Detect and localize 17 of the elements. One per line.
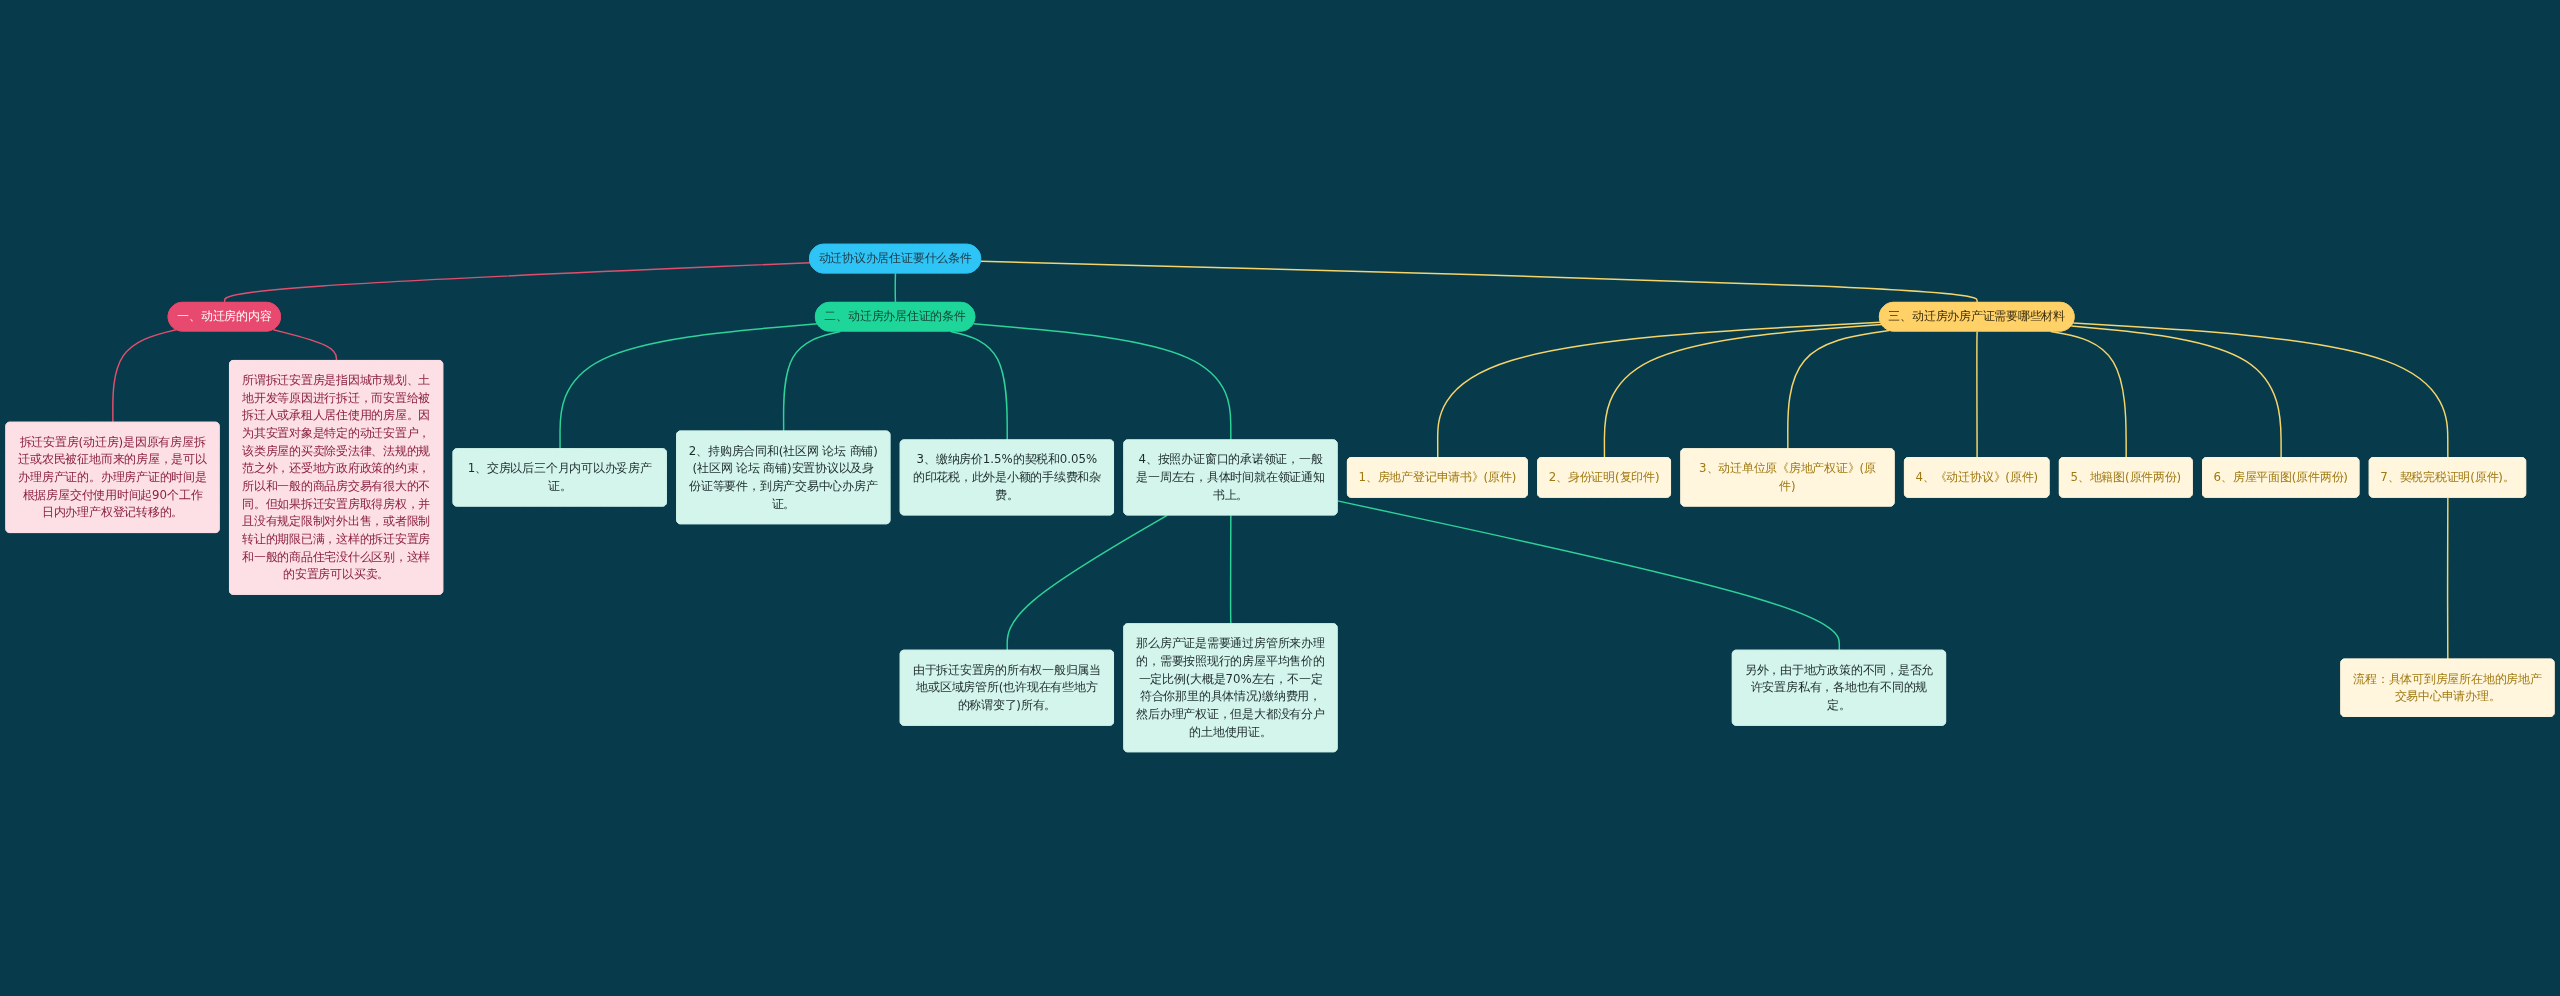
connector bbox=[559, 323, 819, 450]
connector bbox=[1787, 329, 1890, 450]
connector bbox=[2072, 322, 2449, 459]
connector bbox=[1229, 514, 1232, 625]
connector bbox=[272, 328, 338, 362]
connector bbox=[2070, 325, 2282, 459]
connector bbox=[894, 272, 897, 304]
connector bbox=[1976, 330, 1978, 459]
connector bbox=[112, 328, 177, 424]
connector bbox=[223, 261, 812, 304]
connector bbox=[1436, 321, 1882, 459]
connector bbox=[1336, 500, 1841, 652]
connector bbox=[980, 260, 1978, 304]
connector bbox=[1603, 323, 1883, 459]
connector bbox=[2446, 496, 2449, 661]
connector bbox=[1006, 514, 1168, 652]
connector bbox=[972, 323, 1232, 441]
